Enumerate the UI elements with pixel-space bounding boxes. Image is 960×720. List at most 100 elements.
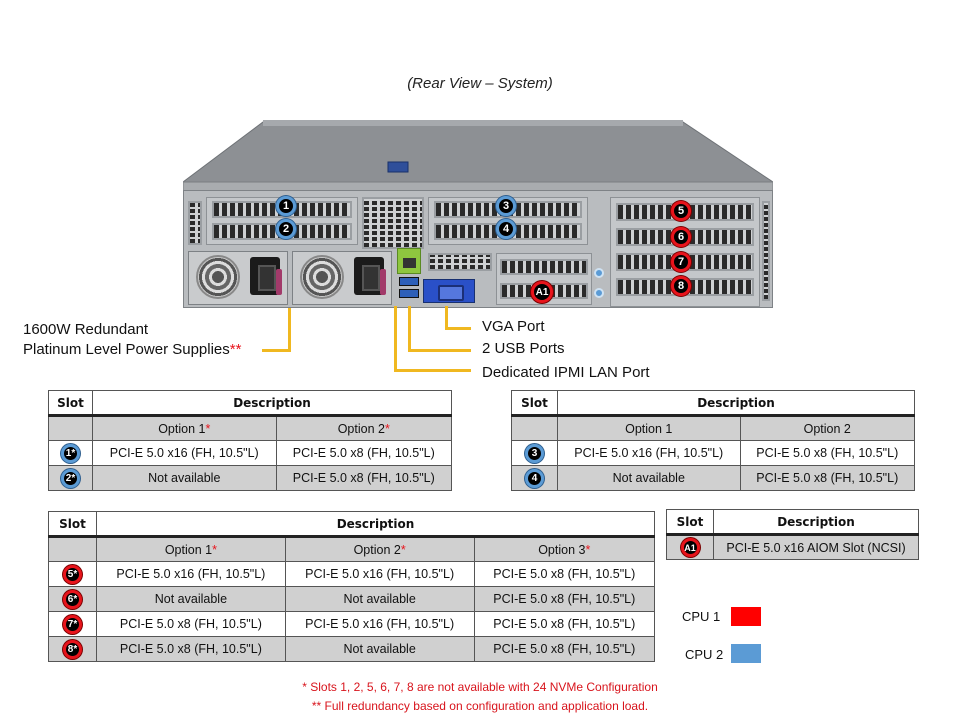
slot-badge-8: 8* — [63, 639, 82, 659]
slot-6-option-2: Not available — [284, 586, 475, 612]
slot-3-option-2: PCI-E 5.0 x8 (FH, 10.5"L) — [739, 440, 916, 466]
slot-7-option-3: PCI-E 5.0 x8 (FH, 10.5"L) — [473, 611, 656, 637]
slot-header: Slot — [666, 509, 714, 536]
option-1-header: Option 1* — [92, 415, 277, 441]
psu-label-line1: 1600W Redundant — [23, 321, 149, 338]
vga-callout-line-v — [445, 306, 448, 330]
option-2-header: Option 2* — [284, 536, 475, 562]
slot-5-option-1: PCI-E 5.0 x16 (FH, 10.5"L) — [96, 561, 286, 587]
slot-badge-4: 4 — [496, 219, 516, 239]
right-edge-vent — [762, 201, 770, 301]
slot-7-option-1: PCI-E 5.0 x8 (FH, 10.5"L) — [96, 611, 286, 637]
psu-2-fan-icon — [300, 255, 344, 299]
aiom-slot-table: Slot Description A1 PCI-E 5.0 x16 AIOM S… — [666, 509, 919, 560]
slot-badge-5: 5 — [671, 201, 691, 221]
aiom-grille-top — [500, 259, 588, 275]
table-row: 6* Not available Not available PCI-E 5.0… — [48, 586, 656, 612]
psu-callout-line-v — [288, 308, 291, 352]
usb-callout-line-h — [408, 349, 471, 352]
footnote-mark: * — [585, 542, 591, 557]
option-label: Option 1 — [158, 421, 206, 436]
description-header: Description — [96, 511, 655, 538]
slots-3-4-table: Slot Description Option 1 Option 2 3 PCI… — [511, 390, 916, 491]
slot-badge-3: 3 — [525, 443, 544, 463]
description-header: Description — [557, 390, 915, 417]
slot-badge-4: 4 — [525, 468, 544, 488]
slot-4-option-2: PCI-E 5.0 x8 (FH, 10.5"L) — [739, 465, 916, 491]
slots-1-2-table: Slot Description Option 1* Option 2* 1* … — [48, 390, 453, 491]
option-1-header: Option 1 — [557, 415, 741, 441]
table-row: 4 Not available PCI-E 5.0 x8 (FH, 10.5"L… — [511, 465, 916, 491]
left-edge-vent — [188, 201, 202, 245]
slot-8-option-3: PCI-E 5.0 x8 (FH, 10.5"L) — [473, 636, 656, 662]
slot-header: Slot — [511, 390, 558, 417]
vga-callout-line-h — [445, 327, 471, 330]
slot-badge-5: 5* — [63, 564, 82, 584]
option-label: Option 2 — [353, 542, 401, 557]
option-label: Option 1 — [164, 542, 213, 557]
psu-2-handle[interactable] — [380, 269, 386, 295]
slot-7-option-2: PCI-E 5.0 x16 (FH, 10.5"L) — [284, 611, 475, 637]
slot-badge-7: 7* — [63, 614, 82, 634]
description-header: Description — [92, 390, 452, 417]
ipmi-lan-port[interactable] — [397, 248, 421, 274]
server-chassis-top — [183, 120, 773, 193]
slot-badge-2: 2 — [276, 219, 296, 239]
slot-2-option-1: Not available — [92, 465, 277, 491]
slot-5-option-3: PCI-E 5.0 x8 (FH, 10.5"L) — [473, 561, 656, 587]
psu-1-power-inlet-icon — [250, 257, 280, 295]
slot-a1-description: PCI-E 5.0 x16 AIOM Slot (NCSI) — [713, 534, 919, 560]
slot-header: Slot — [48, 390, 93, 417]
psu-footnote-mark: ** — [229, 341, 242, 358]
psu-2-power-inlet-icon — [354, 257, 384, 295]
slot-6-option-1: Not available — [96, 586, 286, 612]
option-3-header: Option 3* — [473, 536, 656, 562]
aiom-thumbscrew-bottom — [594, 288, 604, 298]
vga-port[interactable] — [423, 279, 475, 303]
slot-1-option-2: PCI-E 5.0 x8 (FH, 10.5"L) — [275, 440, 453, 466]
footnote-mark: * — [384, 421, 390, 436]
slot-3-option-1: PCI-E 5.0 x16 (FH, 10.5"L) — [557, 440, 741, 466]
option-label: Option 3 — [538, 542, 586, 557]
aiom-thumbscrew-top — [594, 268, 604, 278]
table-row: 3 PCI-E 5.0 x16 (FH, 10.5"L) PCI-E 5.0 x… — [511, 440, 916, 466]
option-1-header: Option 1* — [96, 536, 286, 562]
slot-8-option-2: Not available — [284, 636, 475, 662]
ipmi-callout-line-v — [394, 306, 397, 372]
slot-badge-3: 3 — [496, 196, 516, 216]
io-vent — [428, 253, 492, 271]
psu-1-fan-icon — [196, 255, 240, 299]
legend-cpu1-swatch — [731, 607, 761, 626]
usb-callout-line-v — [408, 306, 411, 352]
psu-callout-line-h — [262, 349, 291, 352]
footnote-mark: * — [205, 421, 211, 436]
empty-cell — [48, 415, 93, 441]
slot-4-option-1: Not available — [557, 465, 741, 491]
usb-ports-label: 2 USB Ports — [482, 340, 565, 357]
empty-cell — [48, 536, 97, 562]
slot-badge-1: 1* — [61, 443, 80, 463]
slots-5-8-table: Slot Description Option 1* Option 2* Opt… — [48, 511, 656, 662]
legend-cpu2-swatch — [731, 644, 761, 663]
ipmi-callout-line-h — [394, 369, 471, 372]
option-2-header: Option 2* — [275, 415, 453, 441]
slot-badge-6: 6 — [671, 227, 691, 247]
footnote-mark: * — [212, 542, 217, 557]
slot-badge-2: 2* — [61, 468, 80, 488]
table-row: 7* PCI-E 5.0 x8 (FH, 10.5"L) PCI-E 5.0 x… — [48, 611, 656, 637]
slot-badge-6: 6* — [63, 589, 82, 609]
slot-badge-a1: A1 — [531, 281, 553, 303]
table-row: A1 PCI-E 5.0 x16 AIOM Slot (NCSI) — [666, 534, 919, 560]
slot-2-option-2: PCI-E 5.0 x8 (FH, 10.5"L) — [275, 465, 453, 491]
slot-badge-7: 7 — [671, 252, 691, 272]
usb-port-2[interactable] — [399, 289, 419, 298]
slot-1-option-1: PCI-E 5.0 x16 (FH, 10.5"L) — [92, 440, 277, 466]
vga-port-label: VGA Port — [482, 318, 545, 335]
psu-label-text: Platinum Level Power Supplies — [23, 341, 230, 358]
psu-1-handle[interactable] — [276, 269, 282, 295]
table-row: 8* PCI-E 5.0 x8 (FH, 10.5"L) Not availab… — [48, 636, 656, 662]
empty-cell — [511, 415, 558, 441]
usb-port-1[interactable] — [399, 277, 419, 286]
diagram-title: (Rear View – System) — [407, 75, 553, 92]
center-vent — [362, 197, 424, 249]
